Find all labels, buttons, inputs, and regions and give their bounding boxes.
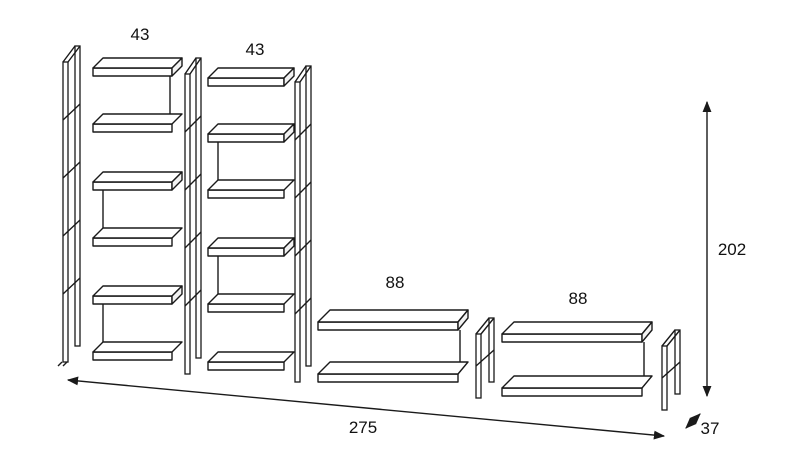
low-unit-side-frame-left — [475, 317, 495, 399]
module-4-low-unit: 88 — [501, 289, 653, 397]
depth-label: 37 — [701, 419, 720, 438]
module-2-left-frame — [184, 57, 202, 375]
module-1-tall-bookcase: 43 — [57, 25, 183, 367]
module-1-shelves — [92, 57, 183, 361]
module-4-shelves — [501, 321, 653, 397]
module-2-width-label: 43 — [246, 40, 265, 59]
height-dimension: 202 — [702, 100, 746, 398]
module-2-right-frame — [294, 65, 312, 383]
module-4-width-label: 88 — [569, 289, 588, 308]
module-1-width-label: 43 — [131, 25, 150, 44]
height-label: 202 — [718, 240, 746, 259]
total-width-label: 275 — [349, 418, 377, 437]
module-3-shelves — [317, 309, 469, 383]
module-3-low-unit: 88 — [317, 273, 469, 383]
module-2-tall-bookcase: 43 — [184, 40, 312, 383]
module-1-side-frame — [57, 45, 81, 367]
width-dimension: 275 — [66, 376, 666, 440]
depth-dimension: 37 — [685, 413, 720, 438]
module-3-width-label: 88 — [386, 273, 405, 292]
module-2-shelves — [207, 67, 295, 371]
low-unit-side-frame-right — [661, 329, 681, 411]
